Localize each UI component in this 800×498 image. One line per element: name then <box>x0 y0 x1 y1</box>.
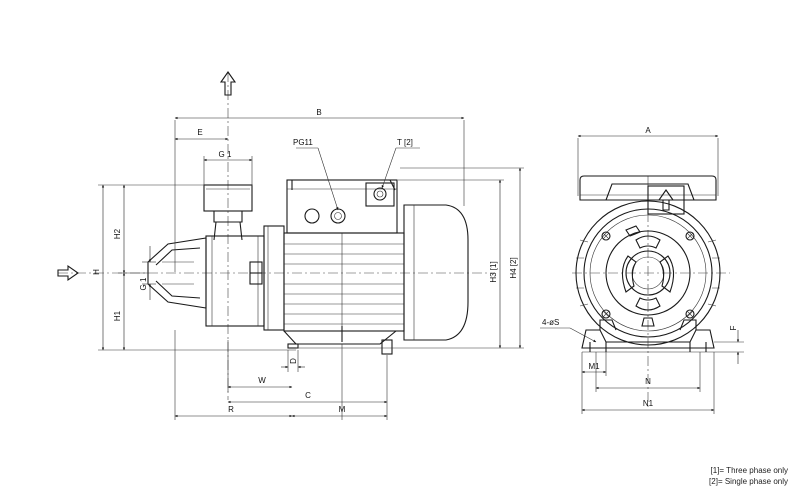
flange-bolt-icon <box>601 231 695 319</box>
note-single-phase: [2]= Single phase only <box>709 477 788 486</box>
dim-t-label: T [2] <box>397 138 413 147</box>
outlet-port <box>203 184 253 241</box>
dim-r-label: R <box>228 405 234 414</box>
inlet-flow-arrow-icon <box>57 264 79 282</box>
motor-body <box>283 232 405 342</box>
dim-c-label: C <box>305 391 311 400</box>
fan-cover <box>403 204 469 341</box>
dim-h3-label: H3 [1] <box>489 261 498 282</box>
dim-e-label: E <box>197 128 202 137</box>
dim-h2-label: H2 <box>113 228 122 239</box>
impeller-icon <box>621 235 675 311</box>
dim-a-label: A <box>645 126 651 135</box>
dim-h-label: H <box>92 269 101 275</box>
dim-f-label: F <box>729 325 738 330</box>
dim-n-label: N <box>645 377 651 386</box>
side-view: B E G 1 PG11 T [2] H H2 H1 G 1 <box>57 71 524 420</box>
end-view-outlet-arrow-icon <box>647 185 685 215</box>
note-three-phase: [1]= Three phase only <box>710 466 788 475</box>
dim-pg11-label: PG11 <box>293 138 313 147</box>
motor-feet <box>283 330 397 355</box>
dim-4-os-label: 4-øS <box>542 318 559 327</box>
terminal-box <box>286 179 398 234</box>
dim-m1-label: M1 <box>588 362 600 371</box>
outlet-flow-arrow-icon <box>219 71 237 96</box>
dim-g1-top-label: G 1 <box>219 150 232 159</box>
dim-h4-label: H4 [2] <box>509 257 518 278</box>
end-view: A <box>540 126 744 414</box>
dim-d-label: D <box>289 358 298 364</box>
pump-casing <box>147 225 285 331</box>
dim-m-label: M <box>339 405 346 414</box>
dim-h1-label: H1 <box>113 310 122 321</box>
dim-b-label: B <box>316 108 321 117</box>
dim-w-label: W <box>258 376 266 385</box>
dim-n1-label: N1 <box>643 399 654 408</box>
dim-g1-side-label: G 1 <box>139 277 148 290</box>
